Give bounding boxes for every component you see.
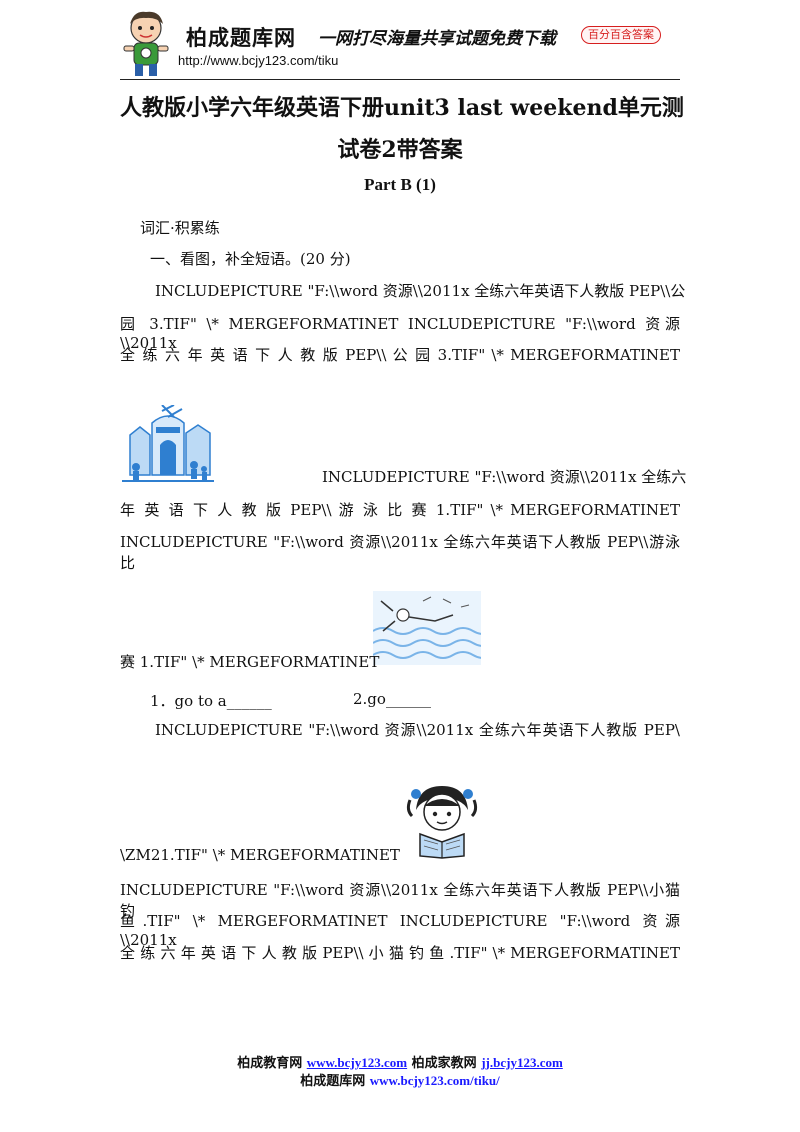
mascot-logo-icon	[123, 11, 169, 76]
header-divider	[120, 79, 680, 80]
field-code-line: 年 英 语 下 人 教 版 PEP\\ 游 泳 比 赛 1.TIF" \* ME…	[120, 501, 680, 519]
park-picture	[122, 405, 214, 483]
answer-badge: 百分百含答案	[581, 26, 661, 44]
footer-site3-label: 柏成题库网	[300, 1074, 366, 1089]
footer-site2-label: 柏成家教网	[411, 1056, 477, 1071]
fill-blank-1: 1．go to a______	[150, 692, 272, 710]
document-title-line1: 人教版小学六年级英语下册unit3 last weekend单元测	[120, 95, 684, 121]
field-code-line: INCLUDEPICTURE "F:\\word 资源\\2011x 全练六年英…	[120, 533, 680, 572]
field-code-line: 鱼.TIF" \* MERGEFORMATINET INCLUDEPICTURE…	[120, 912, 680, 949]
girl-reading-picture	[402, 780, 482, 860]
footer-links-row1: 柏成教育网 www.bcjy123.com 柏成家教网 jj.bcjy123.c…	[120, 1052, 680, 1071]
question-heading: 一、看图，补全短语。(20 分)	[150, 250, 351, 268]
page-header: 柏成题库网 一网打尽海量共享试题免费下载 百分百含答案 http://www.b…	[0, 0, 800, 84]
brand-name: 柏成题库网	[186, 26, 296, 50]
swimming-picture	[373, 591, 481, 665]
footer-site2-link[interactable]: jj.bcjy123.com	[481, 1055, 563, 1070]
document-title-line2: 试卷2带答案	[337, 137, 463, 163]
field-code-line: 赛 1.TIF" \* MERGEFORMATINET	[120, 653, 380, 671]
footer-site1-link[interactable]: www.bcjy123.com	[306, 1055, 408, 1070]
footer-links-row2: 柏成题库网 www.bcjy123.com/tiku/	[120, 1070, 680, 1089]
field-code-line: INCLUDEPICTURE "F:\\word 资源\\2011x 全练六	[322, 468, 687, 486]
brand-slogan: 一网打尽海量共享试题免费下载	[318, 29, 556, 49]
fill-blank-2: 2.go______	[353, 690, 431, 708]
field-code-line: 全 练 六 年 英 语 下 人 教 版 PEP\\ 小 猫 钓 鱼 .TIF" …	[120, 944, 680, 962]
field-code-line: 全 练 六 年 英 语 下 人 教 版 PEP\\ 公 园 3.TIF" \* …	[120, 346, 680, 364]
field-code-line: 园 3.TIF" \* MERGEFORMATINET INCLUDEPICTU…	[120, 315, 680, 352]
document-subtitle: Part B (1)	[364, 175, 436, 194]
footer-site3-link[interactable]: www.bcjy123.com/tiku/	[369, 1073, 500, 1088]
field-code-line: INCLUDEPICTURE "F:\\word 资源\\2011x 全练六年英…	[155, 282, 686, 300]
field-code-line: INCLUDEPICTURE "F:\\word 资源\\2011x 全练六年英…	[120, 881, 680, 920]
field-code-line: INCLUDEPICTURE "F:\\word 资源\\2011x 全练六年英…	[155, 721, 680, 739]
section-label: 词汇·积累练	[140, 219, 220, 237]
field-code-line: \ZM21.TIF" \* MERGEFORMATINET	[120, 846, 400, 864]
footer-site1-label: 柏成教育网	[237, 1056, 303, 1071]
header-url: http://www.bcjy123.com/tiku	[178, 53, 339, 68]
